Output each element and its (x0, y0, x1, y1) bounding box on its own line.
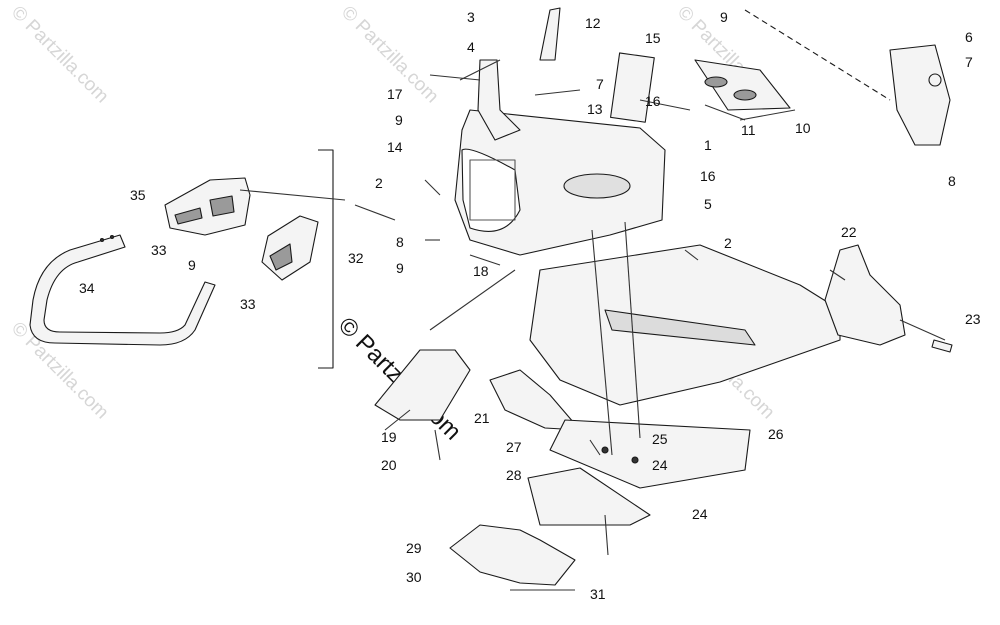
group-bracket (318, 149, 334, 369)
label-26: 26 (768, 426, 784, 442)
part-steering-bracket (889, 44, 951, 146)
part-module (610, 52, 655, 123)
label-10: 10 (795, 120, 811, 136)
label-35: 35 (130, 187, 146, 203)
label-19: 19 (381, 429, 397, 445)
part-bulkhead (454, 59, 666, 256)
label-15: 15 (645, 30, 661, 46)
label-32: 32 (348, 250, 364, 266)
label-29: 29 (406, 540, 422, 556)
callout-lines (239, 59, 946, 591)
label-33b: 33 (240, 296, 256, 312)
part-front-frame (529, 244, 841, 406)
label-33: 33 (151, 242, 167, 258)
label-3: 3 (467, 9, 475, 25)
part-spindle-mount (374, 349, 471, 421)
label-9d: 9 (396, 260, 404, 276)
label-12: 12 (585, 15, 601, 31)
label-31: 31 (590, 586, 606, 602)
label-7: 7 (596, 76, 604, 92)
label-14: 14 (387, 139, 403, 155)
label-9b: 9 (720, 9, 728, 25)
label-27: 27 (506, 439, 522, 455)
label-16: 16 (645, 93, 661, 109)
part-top-plate (694, 59, 791, 111)
label-25: 25 (652, 431, 668, 447)
label-21: 21 (474, 410, 490, 426)
label-20: 20 (381, 457, 397, 473)
guide-line (744, 9, 891, 101)
label-34: 34 (79, 280, 95, 296)
part-belly-pan (527, 467, 651, 526)
part-lower-bracket (449, 524, 576, 586)
part-bumper (29, 234, 216, 346)
part-windshield-brace (539, 7, 561, 61)
part-side-plate (824, 244, 906, 346)
part-bracket-lower (261, 215, 319, 281)
label-7b: 7 (965, 54, 973, 70)
label-30: 30 (406, 569, 422, 585)
label-5: 5 (704, 196, 712, 212)
label-13: 13 (587, 101, 603, 117)
label-4: 4 (467, 39, 475, 55)
part-skid-plate (549, 419, 751, 489)
label-24b: 24 (692, 506, 708, 522)
label-16b: 16 (700, 168, 716, 184)
label-24: 24 (652, 457, 668, 473)
label-22: 22 (841, 224, 857, 240)
label-17: 17 (387, 86, 403, 102)
part-bracket-upper (164, 177, 251, 236)
label-18: 18 (473, 263, 489, 279)
part-labels: 1 2 2 3 4 5 6 7 7 8 8 9 9 9 9 10 11 12 1… (79, 9, 981, 602)
label-11: 11 (741, 122, 756, 138)
label-8: 8 (396, 234, 404, 250)
label-9c: 9 (188, 257, 196, 273)
label-8b: 8 (948, 173, 956, 189)
part-bolt (931, 339, 953, 353)
label-2b: 2 (724, 235, 732, 251)
label-1: 1 (704, 137, 712, 153)
label-28: 28 (506, 467, 522, 483)
label-6: 6 (965, 29, 973, 45)
label-2: 2 (375, 175, 383, 191)
label-9: 9 (395, 112, 403, 128)
label-23: 23 (965, 311, 981, 327)
